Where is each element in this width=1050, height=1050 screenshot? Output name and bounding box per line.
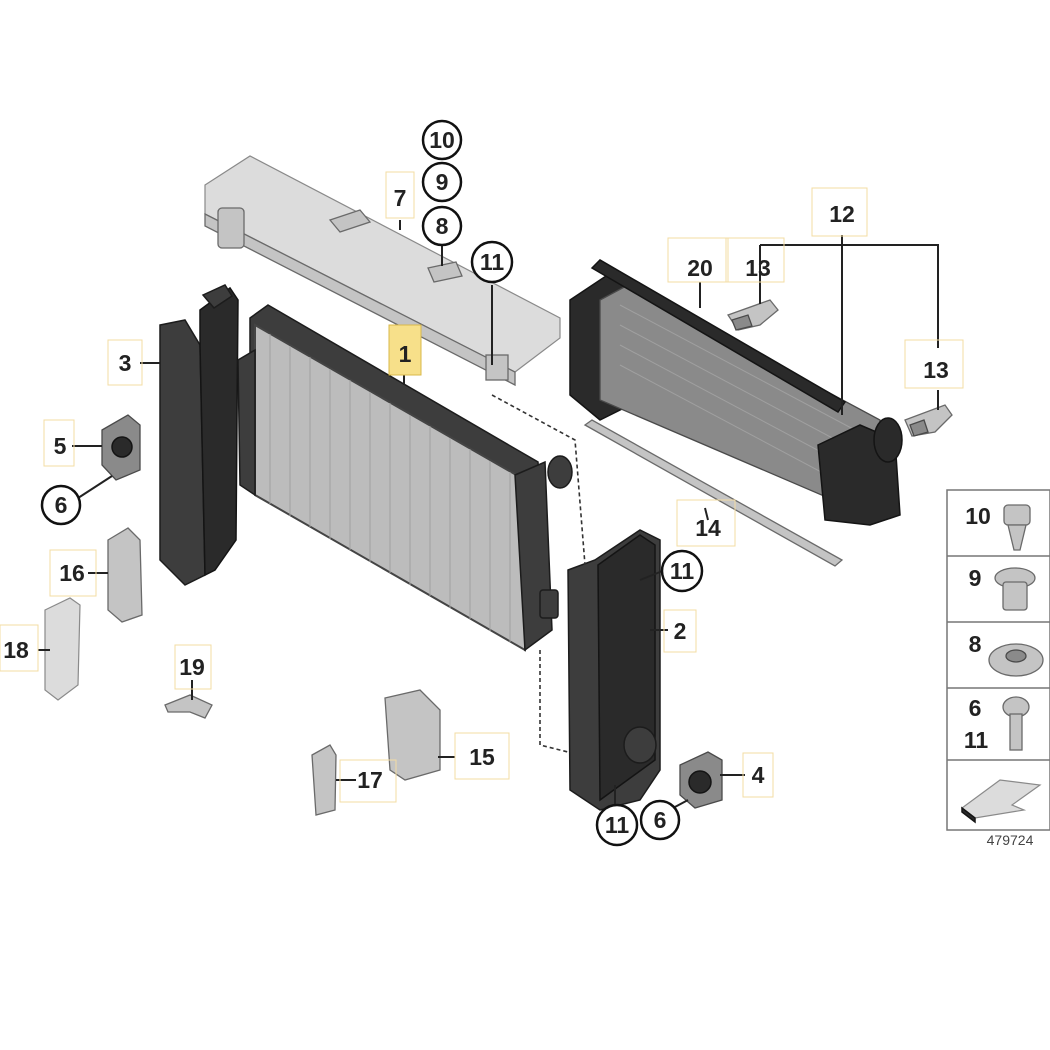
part-5-left-mount [101,414,141,481]
callout-9: 9 [436,169,449,195]
part-7-upper-carrier [204,155,561,387]
callout-13-top: 13 [745,255,771,281]
part-14-lower-seal [583,419,844,567]
routing-line-lower [539,650,569,753]
callout-3: 3 [119,350,132,376]
callout-15: 15 [469,744,495,770]
callout-13-right: 13 [923,357,949,383]
fastener-label-9: 9 [969,565,982,591]
fastener-label-11: 11 [964,727,989,753]
radiator-core-fins [269,334,511,642]
push-rivet-10-icon [1003,504,1031,551]
callout-12: 12 [829,201,855,227]
part-13-right-bracket [904,404,953,437]
callout-11-top: 11 [480,249,505,275]
callout-6-right: 6 [654,807,667,833]
callout-17: 17 [357,767,383,793]
callout-labels: 1 7 10 9 8 11 3 5 6 16 18 19 15 17 2 11 … [3,127,949,838]
callout-1-highlight [388,324,422,376]
callout-4: 4 [752,762,765,788]
callout-7: 7 [394,185,407,211]
callout-19: 19 [179,654,205,680]
routing-line-11-right [491,394,586,566]
callout-6-left: 6 [55,492,68,518]
part-12-charge-air-cooler [569,269,903,526]
part-18-air-guide [44,597,81,701]
part-2-right-air-duct [567,529,661,811]
callout-16: 16 [59,560,85,586]
part-16-bracket [107,527,143,623]
callout-11-bottom: 11 [605,812,630,838]
part-3-left-air-duct [159,284,239,586]
part-20-seal-strip [590,259,847,413]
part-4-right-mount [679,751,723,809]
image-number: 479724 [987,832,1034,848]
expanding-nut-9-icon [994,567,1036,611]
callout-8: 8 [436,213,449,239]
callout-circles [40,119,704,847]
part-1-radiator [237,304,573,652]
screw-6-11-icon [1002,696,1030,751]
washer-8-icon [988,643,1044,677]
fastener-label-6: 6 [969,695,982,721]
callout-1: 1 [399,341,412,367]
callout-11-right: 11 [670,558,695,584]
fastener-panel: 10 9 8 6 11 479724 [946,489,1050,848]
callout-5: 5 [54,433,67,459]
fastener-label-8: 8 [969,631,982,657]
callout-boxes [0,171,964,803]
part-15-bracket [384,689,441,781]
callout-10: 10 [429,127,455,153]
callout-18: 18 [3,637,29,663]
direction-arrow-icon [961,779,1042,824]
part-13-upper-bracket [726,299,779,331]
callout-20: 20 [687,255,713,281]
part-19-clip [164,694,213,719]
part-17-bracket [311,744,337,816]
callout-14: 14 [695,515,721,541]
callout-2: 2 [674,618,687,644]
fastener-label-10: 10 [965,503,991,529]
